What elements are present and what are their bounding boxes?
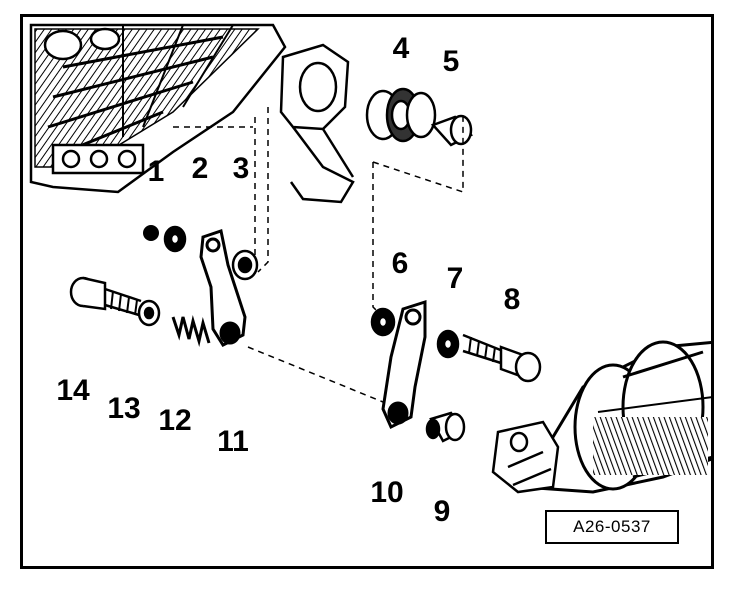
- washer-icon: [370, 307, 396, 337]
- nut-icon: [143, 225, 159, 241]
- callout-7: 7: [446, 262, 464, 295]
- callout-1: 1: [147, 155, 165, 188]
- link-arm-icon: [381, 299, 427, 430]
- washer-icon: [436, 329, 460, 359]
- callout-10: 10: [370, 476, 404, 509]
- washer-icon: [231, 249, 259, 281]
- callout-2: 2: [191, 152, 209, 185]
- mounting-bracket-icon: [279, 43, 355, 204]
- diagram-frame: 1 2 3 4 5 6 7 8 9 10 11 12 13 14 A26-053…: [20, 14, 714, 569]
- callout-12: 12: [158, 404, 192, 437]
- exhaust-pipe-icon: [520, 340, 711, 494]
- exploded-view-drawing: [29, 23, 711, 494]
- callout-8: 8: [503, 283, 521, 316]
- spring-icon: [171, 315, 211, 347]
- bolt-icon: [462, 333, 542, 383]
- bushing-icon: [365, 87, 437, 143]
- callout-14: 14: [56, 374, 90, 407]
- figure-reference-code: A26-0537: [545, 510, 679, 544]
- callout-11: 11: [217, 425, 249, 458]
- pin-icon: [425, 411, 466, 443]
- engine-bracket-icon: [29, 23, 287, 194]
- pin-icon: [430, 114, 474, 147]
- callout-3: 3: [232, 152, 250, 185]
- callout-5: 5: [442, 45, 460, 78]
- washer-icon: [137, 299, 161, 327]
- link-arm-icon: [199, 229, 247, 347]
- washer-icon: [163, 225, 187, 253]
- callout-4: 4: [392, 32, 410, 65]
- callout-9: 9: [433, 495, 451, 528]
- bolt-icon: [69, 276, 142, 317]
- callout-13: 13: [107, 392, 141, 425]
- callout-6: 6: [391, 247, 409, 280]
- mounting-bracket-icon: [491, 420, 560, 494]
